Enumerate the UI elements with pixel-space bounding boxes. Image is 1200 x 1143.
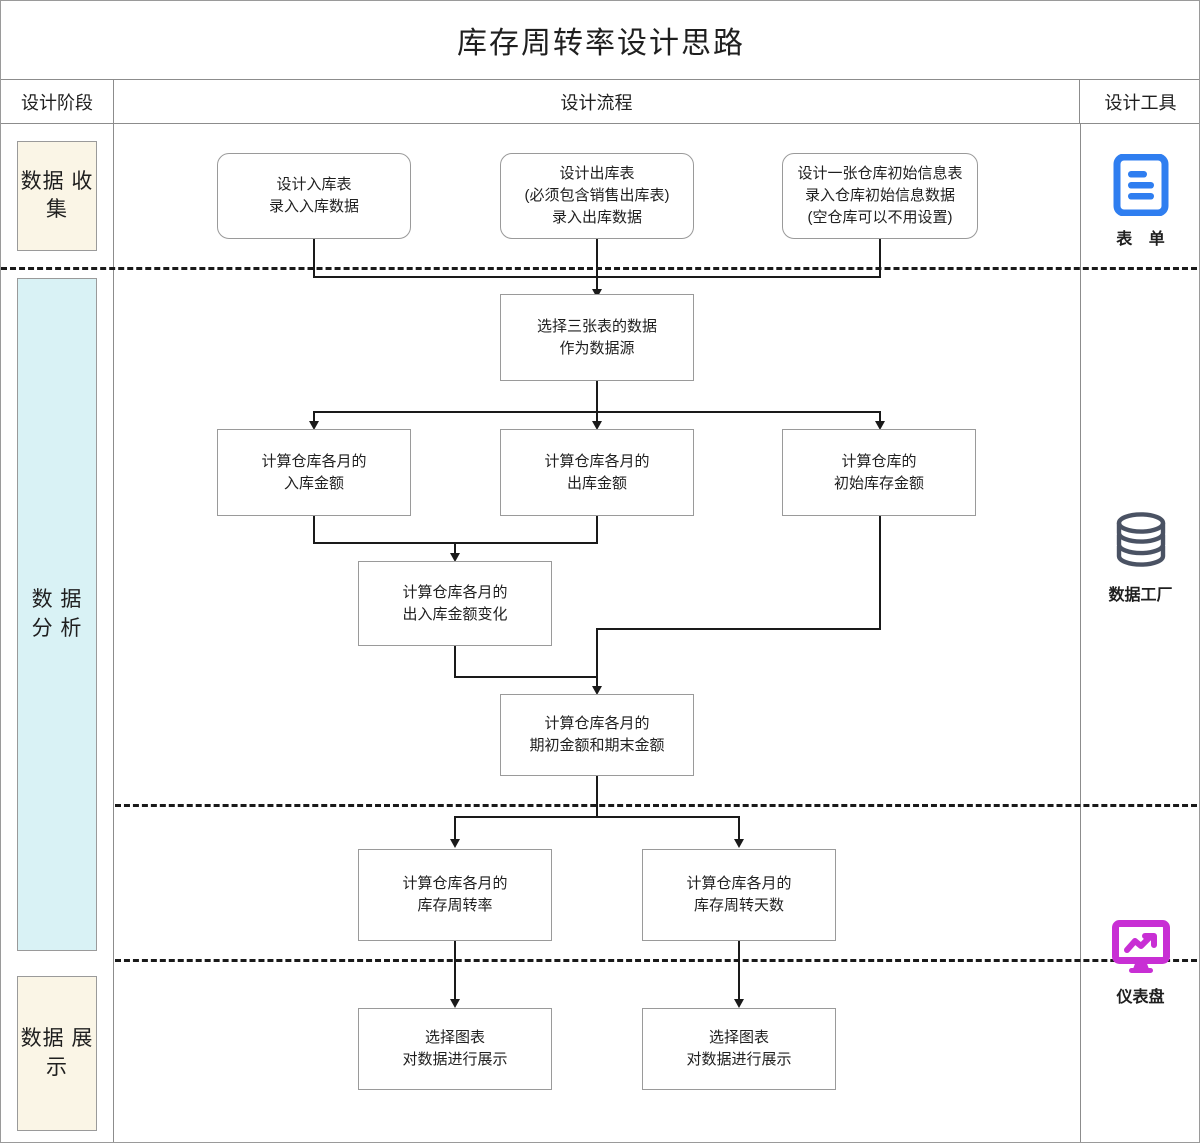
page-title: 库存周转率设计思路 <box>457 27 745 60</box>
connector-bus-to-datasource <box>596 276 598 293</box>
arrowhead-to-turnover-days <box>734 839 744 848</box>
dashboard-monitor-icon <box>1111 919 1170 974</box>
node-calc-period-amounts[interactable]: 计算仓库各月的 期初金额和期末金额 <box>500 694 694 776</box>
node-calc-turnover-rate[interactable]: 计算仓库各月的 库存周转率 <box>358 849 552 941</box>
connector-inbound-amount-down <box>313 516 315 544</box>
tool-label-dashboard: 仪表盘 <box>1116 988 1165 1006</box>
connector-inbound-down <box>313 238 315 278</box>
arrowhead-to-inbound-amount <box>309 421 319 430</box>
chart-title-bar: 库存周转率设计思路 <box>1 1 1199 80</box>
arrowhead-to-turnover-rate <box>450 839 460 848</box>
lane-separator-analyze-sub <box>115 804 1197 807</box>
connector-initial-amount-long-down <box>879 516 881 630</box>
connector-split-inbound <box>313 411 315 425</box>
node-calc-amount-change[interactable]: 计算仓库各月的 出入库金额变化 <box>358 561 552 646</box>
node-chart-turnover-rate[interactable]: 选择图表 对数据进行展示 <box>358 1008 552 1090</box>
tool-data-factory[interactable]: 数据工厂 <box>1080 503 1199 611</box>
arrowhead-to-chart-days <box>734 999 744 1008</box>
node-design-initial-info-table[interactable]: 设计一张仓库初始信息表 录入仓库初始信息数据 (空仓库可以不用设置) <box>782 153 978 239</box>
header-stage: 设计阶段 <box>21 92 93 113</box>
column-header-row: 设计阶段 设计流程 设计工具 <box>1 80 1199 124</box>
arrowhead-to-initial-amount <box>875 421 885 430</box>
connector-merge-to-change <box>454 542 456 557</box>
connector-days-to-chart <box>738 941 740 1003</box>
lane-separator-analyze-present <box>115 959 1197 962</box>
node-chart-turnover-days[interactable]: 选择图表 对数据进行展示 <box>642 1008 836 1090</box>
arrowhead-to-chart-rate <box>450 999 460 1008</box>
database-icon <box>1110 510 1172 572</box>
connector-center-to-period <box>596 628 598 690</box>
column-divider-right <box>1080 124 1081 1142</box>
connector-split-outbound <box>596 411 598 425</box>
connector-period-down <box>596 776 598 818</box>
connector-outbound-down <box>596 238 598 278</box>
header-flow: 设计流程 <box>113 80 1080 123</box>
stage-cell-data-analysis: 数 据 分 析 <box>17 278 97 951</box>
connector-rate-to-chart <box>454 941 456 1003</box>
tool-label-data-factory: 数据工厂 <box>1108 586 1173 604</box>
arrowhead-to-period-amount <box>592 686 602 695</box>
connector-initial-to-center <box>596 628 881 630</box>
connector-change-to-center <box>454 676 598 678</box>
arrowhead-to-outbound-amount <box>592 421 602 430</box>
column-divider-left <box>113 124 114 1142</box>
connector-split-rate <box>454 816 456 843</box>
header-tool: 设计工具 <box>1104 92 1177 113</box>
tool-label-form: 表 单 <box>1116 230 1171 248</box>
lane-separator-collect-analyze <box>1 267 1197 270</box>
form-document-icon <box>1113 153 1169 216</box>
connector-datasource-down <box>596 381 598 413</box>
stage-cell-data-collection: 数据 收集 <box>17 141 97 251</box>
connector-split-days <box>738 816 740 843</box>
node-design-inbound-table[interactable]: 设计入库表 录入入库数据 <box>217 153 411 239</box>
node-calc-initial-inventory-amount[interactable]: 计算仓库的 初始库存金额 <box>782 429 976 516</box>
node-calc-inbound-amount[interactable]: 计算仓库各月的 入库金额 <box>217 429 411 516</box>
connector-bus-split-turnover <box>454 816 739 818</box>
connector-outbound-amount-down <box>596 516 598 544</box>
tool-dashboard[interactable]: 仪表盘 <box>1080 913 1199 1013</box>
arrowhead-to-datasource <box>592 289 602 298</box>
node-design-outbound-table[interactable]: 设计出库表 (必须包含销售出库表) 录入出库数据 <box>500 153 694 239</box>
node-calc-turnover-days[interactable]: 计算仓库各月的 库存周转天数 <box>642 849 836 941</box>
connector-split-initial <box>879 411 881 425</box>
arrowhead-to-amount-change <box>450 553 460 562</box>
connector-initial-down <box>879 238 881 278</box>
node-calc-outbound-amount[interactable]: 计算仓库各月的 出库金额 <box>500 429 694 516</box>
stage-cell-data-presentation: 数据 展示 <box>17 976 97 1131</box>
node-select-data-source[interactable]: 选择三张表的数据 作为数据源 <box>500 294 694 381</box>
connector-change-down <box>454 646 456 678</box>
tool-form[interactable]: 表 单 <box>1080 147 1199 255</box>
